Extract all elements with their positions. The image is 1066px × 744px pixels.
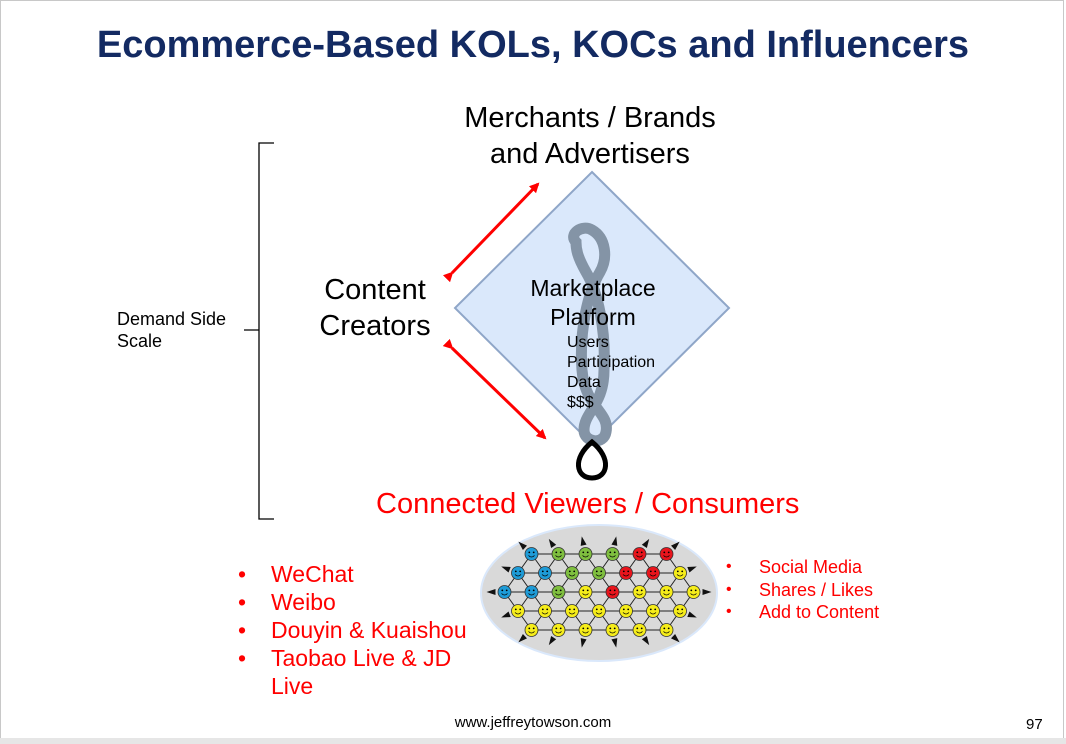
network-arrowhead [518, 633, 527, 643]
network-arrowhead [687, 566, 697, 573]
smiley-node [511, 566, 525, 580]
smiley-node [605, 585, 620, 599]
page-number: 97 [1026, 716, 1043, 733]
platform-item: Data [567, 374, 601, 391]
smiley-node [551, 623, 566, 637]
network-arrowhead [687, 611, 697, 618]
list-item: Weibo [238, 588, 481, 616]
smiley-node [646, 566, 660, 580]
list-item: Add to Content [726, 601, 879, 624]
arrow-upper [442, 182, 540, 283]
smiley-node [524, 623, 539, 637]
network-arrowhead [702, 589, 712, 595]
slide-title: Ecommerce-Based KOLs, KOCs and Influence… [96, 24, 970, 66]
network-arrowhead [518, 541, 527, 551]
list-item: Taobao Live & JD Live [238, 644, 481, 700]
smiley-node [524, 547, 539, 561]
network-arrowhead [548, 538, 557, 549]
network-arrowhead [671, 633, 680, 643]
demand-brace [244, 142, 274, 520]
network-arrowhead [611, 536, 618, 546]
smiley-node [659, 547, 674, 561]
smiley-node [673, 604, 687, 618]
smiley-node [659, 623, 674, 637]
smiley-node [511, 604, 525, 618]
consumer-network-ellipse [480, 524, 718, 662]
bottom-strip [0, 738, 1066, 744]
platform-item: Users [567, 334, 609, 351]
social-list: Social Media Shares / Likes Add to Conte… [726, 556, 879, 624]
smiley-node [659, 585, 674, 599]
smiley-node [632, 547, 647, 561]
marketplace-platform-label: Marketplace Platform [530, 275, 656, 330]
smiley-node [592, 604, 606, 618]
smiley-node [551, 585, 566, 599]
platform-items: Users Participation Data $$$ [567, 333, 655, 413]
platforms-list: WeChat Weibo Douyin & Kuaishou Taobao Li… [238, 560, 481, 700]
consumer-network [486, 536, 712, 648]
network-arrowhead [671, 541, 680, 551]
smiley-node [578, 623, 593, 637]
connected-viewers-label: Connected Viewers / Consumers [376, 488, 800, 520]
list-item: Shares / Likes [726, 579, 879, 602]
smiley-node [605, 547, 620, 561]
network-arrowhead [641, 635, 650, 646]
network-arrowhead [580, 536, 587, 546]
smiley-node [592, 566, 606, 580]
smiley-node [551, 547, 566, 561]
smiley-node [605, 623, 620, 637]
network-arrowhead [501, 611, 511, 618]
smiley-node [538, 566, 552, 580]
network-arrowhead [486, 589, 496, 595]
network-arrowhead [611, 638, 618, 648]
network-arrowhead [641, 538, 650, 549]
merchants-label: Merchants / Brands and Advertisers [464, 102, 716, 170]
network-arrowhead [580, 638, 587, 648]
smiley-node [632, 623, 647, 637]
smiley-node [524, 585, 539, 599]
footer-url: www.jeffreytowson.com [454, 714, 612, 731]
list-item: Douyin & Kuaishou [238, 616, 481, 644]
smiley-node [578, 547, 593, 561]
smiley-node [565, 566, 579, 580]
list-item: Social Media [726, 556, 879, 579]
content-creators-label: Content Creators [319, 274, 431, 342]
smiley-node [686, 585, 701, 599]
smiley-node [538, 604, 552, 618]
smiley-node [619, 604, 633, 618]
smiley-node [578, 585, 593, 599]
smiley-node [619, 566, 633, 580]
smiley-node [565, 604, 579, 618]
smiley-node [632, 585, 647, 599]
smiley-node [497, 585, 512, 599]
list-item: WeChat [238, 560, 481, 588]
demand-side-label: Demand Side Scale [117, 309, 227, 351]
smiley-node [646, 604, 660, 618]
network-arrowhead [501, 566, 511, 573]
network-arrowhead [548, 635, 557, 646]
platform-item: $$$ [567, 394, 594, 411]
infinity-loop [568, 222, 612, 447]
arrow-lower [442, 338, 547, 440]
platform-item: Participation [567, 354, 656, 371]
bottom-loop [576, 438, 608, 481]
smiley-node [673, 566, 687, 580]
